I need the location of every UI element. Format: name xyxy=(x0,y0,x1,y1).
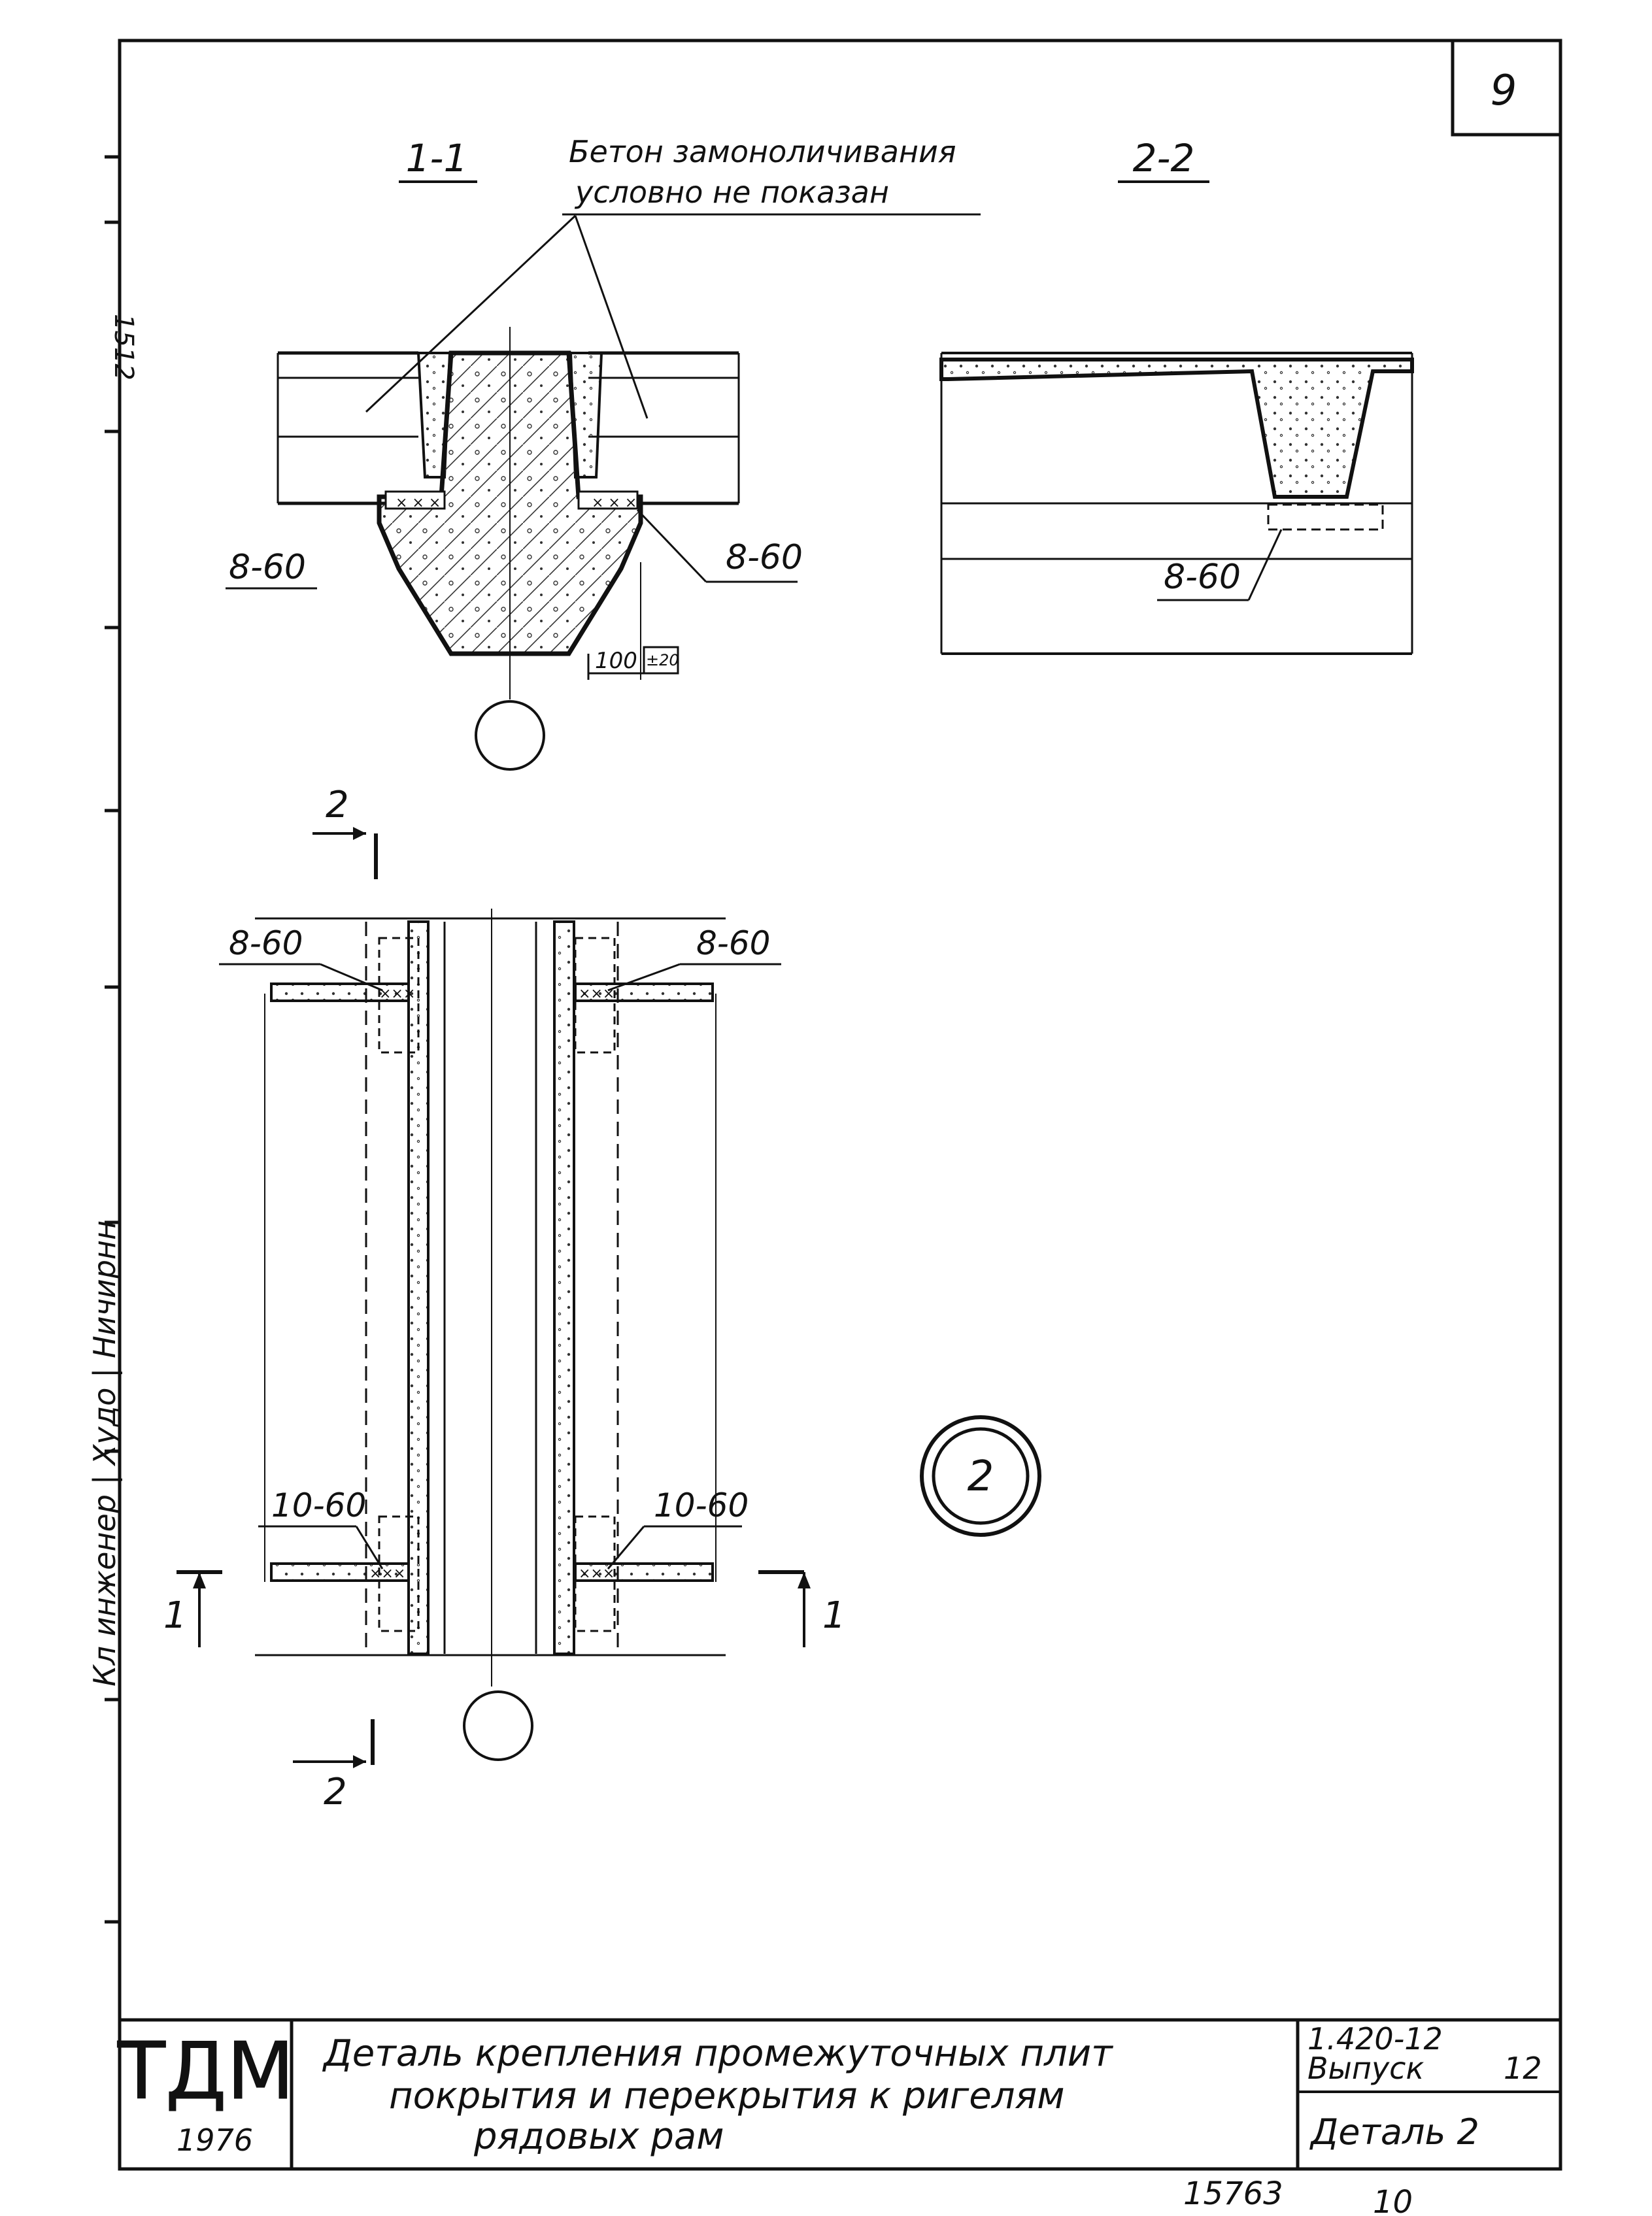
series-number: 1.420-12 xyxy=(1307,2021,1443,2057)
footer-sheet-number: 10 xyxy=(1373,2184,1413,2216)
issue-number: 12 xyxy=(1504,2051,1542,2086)
detail-label: Деталь 2 xyxy=(1309,2111,1479,2153)
plan-view: 2 2 1 1 xyxy=(163,784,846,1813)
issue-label: Выпуск xyxy=(1307,2051,1424,2086)
title-block: ТДМ 1976 Деталь крепления промежуточных … xyxy=(116,2018,1560,2169)
title-line-2: покрытия и перекрытия к ригелям xyxy=(389,2075,1064,2117)
title-line-3: рядовых рам xyxy=(473,2115,724,2158)
cut-label-1-right: 1 xyxy=(822,1594,846,1637)
inventory-number: 15763 xyxy=(1183,2175,1283,2212)
svg-text:×××: ××× xyxy=(379,986,415,1002)
weld-mark-right: 8-60 xyxy=(726,538,803,577)
weld-mark-left: 8-60 xyxy=(229,548,306,587)
svg-text:× × ×: × × × xyxy=(396,495,441,511)
section-1-1-label: 1-1 xyxy=(406,136,468,180)
year: 1976 xyxy=(177,2123,253,2158)
margin-stamp-digits: 1512 xyxy=(109,314,139,380)
cut-label-1-left: 1 xyxy=(163,1594,187,1637)
sheet-number-box: 9 xyxy=(1451,41,1560,137)
svg-text:×××: ××× xyxy=(369,1566,405,1582)
weld-mark-plan-bottom-left: 10-60 xyxy=(271,1486,366,1524)
note-line-2: условно не показан xyxy=(574,175,889,210)
weld-mark-section-2-2: 8-60 xyxy=(1164,558,1241,597)
weld-mark-plan-top-left: 8-60 xyxy=(229,924,303,962)
section-2-2: 2-2 8-60 xyxy=(939,136,1414,655)
weld-mark-plan-bottom-right: 10-60 xyxy=(654,1486,749,1524)
axis-marker-bottom xyxy=(463,1690,533,1761)
weld-mark-plan-top-right: 8-60 xyxy=(696,924,770,962)
cut-label-2-top: 2 xyxy=(326,784,349,826)
svg-text:×××: ××× xyxy=(579,986,615,1002)
detail-number: 2 xyxy=(968,1452,994,1501)
dimension-tolerance: ±20 xyxy=(646,651,679,669)
sheet-number: 9 xyxy=(1491,67,1517,115)
margin-signature-text: Кл инженер | Худо | Ничирнн xyxy=(87,1220,123,1687)
sheet-frame xyxy=(118,39,1562,2171)
svg-text:× × ×: × × × xyxy=(592,495,637,511)
left-margin xyxy=(105,155,120,1924)
section-1-1: 1-1 Бетон замоноличивания условно не пок… xyxy=(226,134,981,771)
section-2-2-label: 2-2 xyxy=(1133,136,1195,180)
title-line-1: Деталь крепления промежуточных плит xyxy=(322,2032,1113,2075)
detail-number-marker: 2 xyxy=(920,1415,1041,1537)
note-line-1: Бетон замоноличивания xyxy=(569,134,956,169)
cut-label-2-bottom: 2 xyxy=(324,1771,347,1813)
dimension-100: 100 xyxy=(595,648,637,674)
org-logo: ТДМ xyxy=(117,2026,295,2117)
axis-marker-top xyxy=(475,700,545,771)
